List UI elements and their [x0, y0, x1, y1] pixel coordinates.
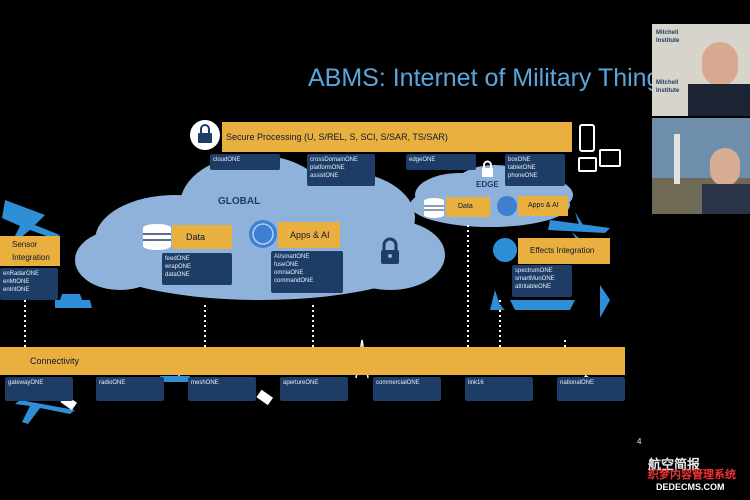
speaker-suit	[702, 184, 750, 214]
edge-apps-label: Apps & AI	[528, 202, 559, 209]
effects-icon	[493, 238, 517, 262]
crossdomain-box: crossDomainONE platformONE assistONE	[307, 154, 375, 186]
cloudone-box: cloudONE	[210, 154, 280, 170]
edge-label: EDGE	[476, 180, 499, 189]
box-line: crossDomainONE	[310, 157, 359, 163]
edge-ai-brain-icon	[497, 196, 517, 216]
page-number: 4	[637, 437, 642, 446]
connector-lines	[24, 225, 566, 347]
box-line: nationalONE	[560, 380, 595, 386]
cloud-lock-icon	[381, 237, 399, 264]
backdrop-text: Institute	[656, 88, 680, 94]
edge-data-bar: Data	[446, 197, 490, 217]
box-line: boxONE	[508, 157, 531, 163]
edge-lock-icon	[482, 160, 493, 177]
box-line: meshONE	[191, 380, 219, 386]
box-line: link16	[468, 380, 484, 386]
box-line: commandONE	[274, 278, 314, 284]
radioone-box: radioONE	[96, 377, 164, 401]
box-line: enRadarONE	[3, 271, 40, 277]
secure-processing-bar: Secure Processing (U, S/REL, S, SCI, S/S…	[222, 122, 572, 152]
box-line: enIntONE	[3, 287, 30, 293]
link16-box: link16	[465, 377, 533, 401]
box-line: radioONE	[99, 380, 126, 386]
router-icon	[160, 376, 190, 382]
boxone-box: boxONE tabletONE phoneONE	[505, 154, 565, 186]
backdrop-text: Mitchell	[656, 30, 679, 36]
connectivity-bar: Connectivity	[0, 347, 625, 375]
nationalone-box: nationalONE	[557, 377, 625, 401]
data-items-box: feedONE wrapONE dataONE	[162, 253, 232, 285]
box-line: enMtONE	[3, 279, 30, 285]
box-line: edgeONE	[409, 157, 436, 163]
box-line: smartMunONE	[515, 276, 555, 282]
slide-title: ABMS: Internet of Military Things	[308, 64, 673, 92]
data-bar: Data	[172, 225, 232, 249]
apps-ai-bar: Apps & AI	[278, 222, 340, 248]
speaker-bottom-video	[652, 118, 750, 214]
effects-items-box: spectrumONE smartMunONE attritableONE	[512, 265, 572, 297]
effects-integration-label: Effects Integration	[530, 246, 595, 255]
box-line: fuseONE	[274, 262, 299, 268]
box-line: cloudONE	[213, 157, 241, 163]
sensor-integration-bar: Sensor Integration	[0, 236, 60, 266]
apps-items-box: AI/smartONE fuseONE omniaONE commandONE	[271, 251, 343, 293]
box-line: attritableONE	[515, 284, 552, 290]
box-line: gatewayONE	[8, 380, 44, 386]
watermark-overlay: 织梦内容管理系统	[648, 469, 736, 481]
watermark-text: 航空简报	[648, 457, 701, 472]
speaker-face	[702, 42, 738, 86]
secure-lock-icon	[190, 120, 220, 150]
devices-icon	[578, 124, 621, 172]
apertureone-box: apertureONE	[280, 377, 348, 401]
data-label: Data	[186, 232, 206, 242]
box-line: tabletONE	[508, 165, 536, 171]
backdrop-text: Institute	[656, 38, 680, 44]
box-line: feedONE	[165, 256, 190, 262]
connectivity-label: Connectivity	[30, 356, 80, 366]
box-line: AI/smartONE	[274, 254, 310, 260]
box-line: wrapONE	[165, 264, 192, 270]
backdrop-text: Mitchell	[656, 80, 679, 86]
box-line: omniaONE	[274, 270, 304, 276]
box-line: assistONE	[310, 173, 339, 179]
sensor-integration-label: Sensor Integration	[12, 240, 50, 262]
box-line: apertureONE	[283, 380, 319, 386]
box-line: platformONE	[310, 165, 345, 171]
box-line: spectrumONE	[515, 268, 553, 274]
sensor-items-box: enRadarONE enMtONE enIntONE	[0, 268, 58, 300]
watermark-site: DEDECMS.COM	[656, 482, 725, 492]
effects-integration-bar: Effects Integration	[518, 238, 610, 264]
edge-data-db-icon	[424, 198, 444, 218]
secure-processing-label: Secure Processing (U, S/REL, S, SCI, S/S…	[226, 132, 448, 142]
global-label: GLOBAL	[218, 196, 261, 207]
edgeone-box: edgeONE	[406, 154, 476, 170]
speaker-face	[710, 148, 740, 186]
box-line: commercialONE	[376, 380, 420, 386]
speaker-suit	[688, 84, 750, 116]
box-line: dataONE	[165, 272, 190, 278]
monument	[674, 134, 680, 184]
edge-apps-bar: Apps & AI	[518, 196, 568, 216]
data-db-icon	[143, 224, 171, 250]
box-line: phoneONE	[508, 173, 538, 179]
gatewayone-box: gatewayONE	[5, 377, 73, 401]
edge-data-label: Data	[458, 203, 473, 210]
commercialone-box: commercialONE	[373, 377, 441, 401]
speaker-top-video: Mitchell Institute Mitchell Institute	[652, 24, 750, 116]
meshone-box: meshONE	[188, 377, 256, 401]
apps-ai-label: Apps & AI	[290, 230, 330, 240]
